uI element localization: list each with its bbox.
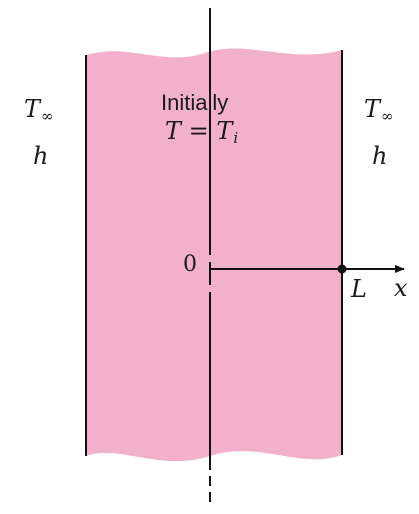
initial-condition-equation: T = Ti (165, 117, 239, 148)
right-heat-transfer-coefficient-label: h (372, 142, 388, 170)
left-heat-transfer-coefficient-label: h (33, 142, 49, 170)
left-ambient-temperature-label: T∞ (24, 95, 54, 126)
point-L-marker (337, 264, 347, 274)
thickness-L-label: L (351, 275, 367, 303)
right-ambient-temperature-label: T∞ (364, 95, 394, 126)
origin-label: 0 (183, 252, 197, 277)
initial-condition-title: Initially (161, 90, 229, 115)
x-axis-label: x (394, 274, 408, 302)
slab-region (86, 48, 342, 462)
